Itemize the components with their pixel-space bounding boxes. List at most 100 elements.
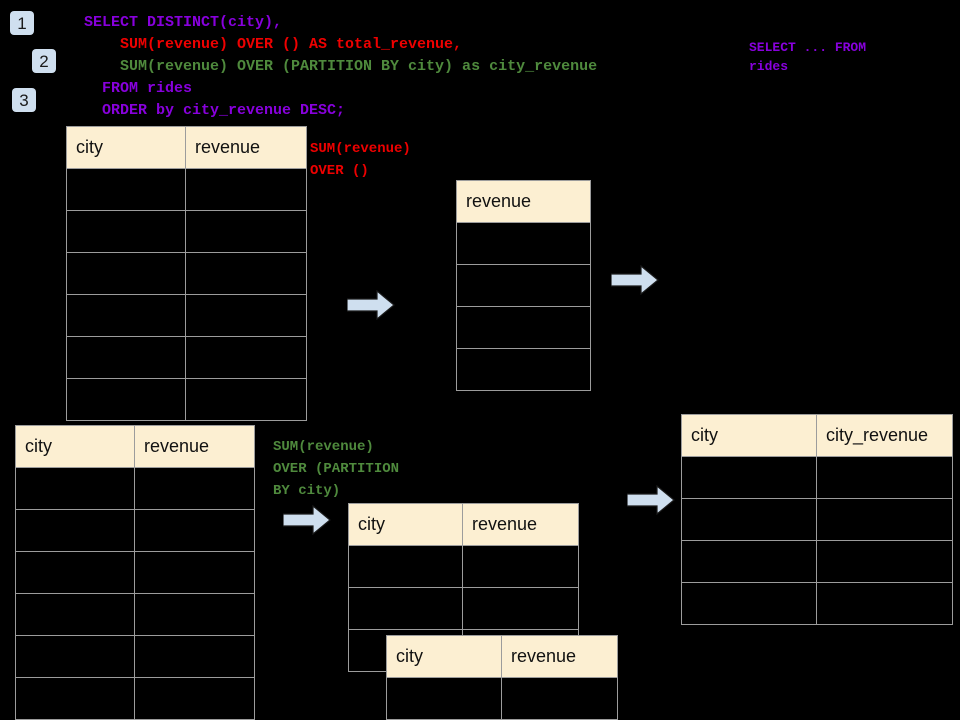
table-row [456,306,591,349]
table-row [456,222,591,265]
table-cell [816,540,953,583]
table-row [681,582,953,625]
table-cell [15,677,135,720]
side-note-line-2: rides [749,59,789,74]
table-row [15,551,255,594]
table-cell [816,456,953,499]
table-rides-source-bottom: city revenue [15,425,255,720]
table-cell [501,677,618,720]
table-header-row: city revenue [386,635,618,678]
flow-arrow-4 [627,485,675,515]
table-row [15,593,255,636]
table-row [15,635,255,678]
sql-line-total-revenue: SUM(revenue) OVER () AS total_revenue, [84,36,463,53]
table-row [15,509,255,552]
table-header-row: city revenue [348,503,579,546]
table-row [15,677,255,720]
annotation-over-empty-line-1: SUM(revenue) [310,141,411,157]
table-cell [66,336,186,379]
table-cell [15,593,135,636]
side-note-line-1: SELECT ... FROM [749,40,867,55]
table-cell [462,545,579,588]
table-cell [456,348,591,391]
table-cell [15,467,135,510]
table-body [386,677,618,720]
table-header-row: city revenue [15,425,255,468]
table-final-result: city city_revenue [681,414,953,625]
table-row [66,378,307,421]
table-cell [816,498,953,541]
column-header-revenue: revenue [456,180,591,223]
table-cell [185,168,307,211]
table-row [681,540,953,583]
table-cell [134,593,255,636]
table-cell [456,264,591,307]
table-row [66,294,307,337]
table-cell [348,587,463,630]
step-badge-1: 1 [10,11,34,35]
table-cell [66,294,186,337]
table-cell [462,587,579,630]
table-row [348,587,579,630]
table-cell [816,582,953,625]
annotation-over-partition-line-3: BY city) [273,483,341,499]
table-cell [15,509,135,552]
column-header-city-revenue: city_revenue [816,414,953,457]
table-cell [66,378,186,421]
table-row [456,348,591,391]
table-cell [134,635,255,678]
table-body [456,222,591,391]
column-header-city: city [386,635,502,678]
table-total-revenue: revenue [456,180,591,391]
table-cell [134,677,255,720]
sql-line-city-revenue: SUM(revenue) OVER (PARTITION BY city) as… [84,58,598,75]
table-header-row: revenue [456,180,591,223]
sql-line-order-by: ORDER by city_revenue DESC; [84,102,346,119]
annotation-over-empty-line-2: OVER () [310,163,369,179]
table-cell [134,509,255,552]
table-cell [66,252,186,295]
table-partition-b: city revenue [386,635,618,720]
table-row [15,467,255,510]
column-header-city: city [66,126,186,169]
table-cell [66,168,186,211]
flow-arrow-3 [283,505,331,535]
table-body [15,467,255,720]
table-row [66,168,307,211]
column-header-revenue: revenue [501,635,618,678]
table-row [66,252,307,295]
sql-line-select: SELECT DISTINCT(city), [84,14,283,31]
table-cell [185,210,307,253]
table-cell [66,210,186,253]
table-row [66,210,307,253]
column-header-revenue: revenue [185,126,307,169]
table-row [386,677,618,720]
table-cell [386,677,502,720]
table-row [456,264,591,307]
column-header-city: city [15,425,135,468]
table-cell [15,551,135,594]
table-rides-source-top: city revenue [66,126,307,421]
table-header-row: city revenue [66,126,307,169]
table-row [66,336,307,379]
step-badge-3: 3 [12,88,36,112]
table-body [66,168,307,421]
table-cell [681,456,817,499]
table-row [681,456,953,499]
table-body [681,456,953,625]
table-cell [134,467,255,510]
table-cell [681,540,817,583]
sql-line-from: FROM rides [84,80,193,97]
table-cell [456,222,591,265]
column-header-revenue: revenue [134,425,255,468]
table-cell [185,378,307,421]
table-row [348,545,579,588]
table-cell [15,635,135,678]
table-cell [681,582,817,625]
table-cell [185,252,307,295]
table-cell [185,294,307,337]
table-row [681,498,953,541]
table-cell [134,551,255,594]
annotation-over-partition-line-2: OVER (PARTITION [273,461,400,477]
